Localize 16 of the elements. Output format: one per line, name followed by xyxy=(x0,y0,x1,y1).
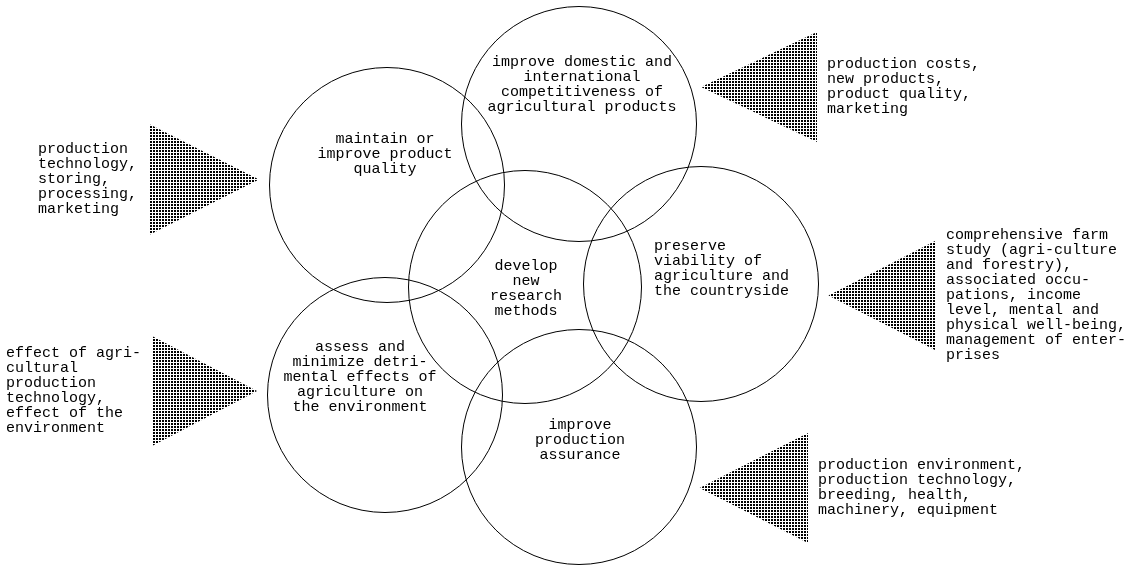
arrow-triangle xyxy=(699,433,808,543)
circle-label: maintain or improve product quality xyxy=(316,132,454,177)
arrow-triangle xyxy=(150,124,260,235)
circle-label: improve domestic and international competitiveness of agricultural products xyxy=(486,55,678,115)
factor-text: production environment, production technology, breeding, health, machinery, equipment xyxy=(818,458,1033,518)
arrow-triangle xyxy=(828,240,936,351)
factor-text: effect of agri-cultural production technology, effect of the environment xyxy=(6,346,146,436)
factor-text: production technology, storing, processing, marketing xyxy=(38,142,144,217)
circle-label: improve production assurance xyxy=(534,418,626,463)
circle-label: assess and minimize detri-mental effects of agriculture on the environment xyxy=(282,340,438,415)
circle-label: develop new research methods xyxy=(489,259,563,319)
arrow-triangle xyxy=(701,32,817,142)
factor-text: production costs, new products, product quality, marketing xyxy=(827,57,999,117)
circle-label: preserve viability of agriculture and the countryside xyxy=(654,239,791,299)
factor-text: comprehensive farm study (agri-culture and forestry), associated occu-pations, income level, mental and physical well-being, management of enter-prises xyxy=(946,228,1136,363)
arrow-triangle xyxy=(152,336,258,446)
